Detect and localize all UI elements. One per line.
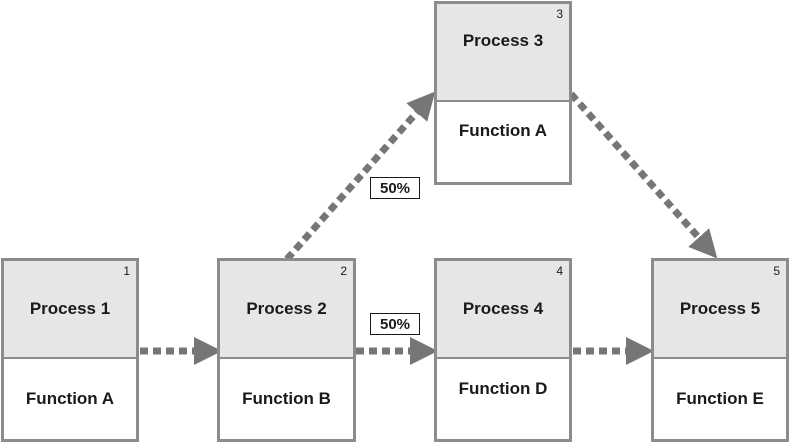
process-header: Process 1 1 bbox=[4, 261, 136, 359]
process-number: 2 bbox=[340, 264, 347, 278]
process-title: Process 3 bbox=[462, 31, 544, 50]
edge-label-2-to-3: 50% bbox=[370, 177, 420, 199]
function-label: Function A bbox=[25, 389, 115, 408]
function-section: Function D bbox=[437, 359, 569, 439]
process-number: 4 bbox=[556, 264, 563, 278]
process-header: Process 3 3 bbox=[437, 4, 569, 102]
process-title: Process 4 bbox=[462, 299, 544, 318]
process-title: Process 2 bbox=[246, 299, 327, 318]
process-node-1[interactable]: Process 1 1 Function A bbox=[1, 258, 139, 442]
process-node-4[interactable]: Process 4 4 Function D bbox=[434, 258, 572, 442]
function-label: Function A bbox=[458, 121, 548, 140]
function-section: Function E bbox=[654, 359, 786, 439]
function-section: Function A bbox=[4, 359, 136, 439]
function-label: Function E bbox=[676, 389, 764, 408]
process-number: 3 bbox=[556, 7, 563, 21]
process-header: Process 5 5 bbox=[654, 261, 786, 359]
edge-label-2-to-4: 50% bbox=[370, 313, 420, 335]
process-title: Process 1 bbox=[29, 299, 111, 318]
process-number: 1 bbox=[123, 264, 130, 278]
edge-2-to-3 bbox=[284, 91, 436, 262]
process-header: Process 4 4 bbox=[437, 261, 569, 359]
process-node-5[interactable]: Process 5 5 Function E bbox=[651, 258, 789, 442]
process-number: 5 bbox=[773, 264, 780, 278]
process-node-2[interactable]: Process 2 2 Function B bbox=[217, 258, 356, 442]
function-label: Function B bbox=[242, 389, 331, 408]
function-section: Function A bbox=[437, 102, 569, 182]
process-title: Process 5 bbox=[679, 299, 761, 318]
edge-3-to-5 bbox=[568, 91, 718, 259]
process-node-3[interactable]: Process 3 3 Function A bbox=[434, 1, 572, 185]
function-label: Function D bbox=[458, 379, 548, 398]
function-section: Function B bbox=[220, 359, 353, 439]
process-header: Process 2 2 bbox=[220, 261, 353, 359]
